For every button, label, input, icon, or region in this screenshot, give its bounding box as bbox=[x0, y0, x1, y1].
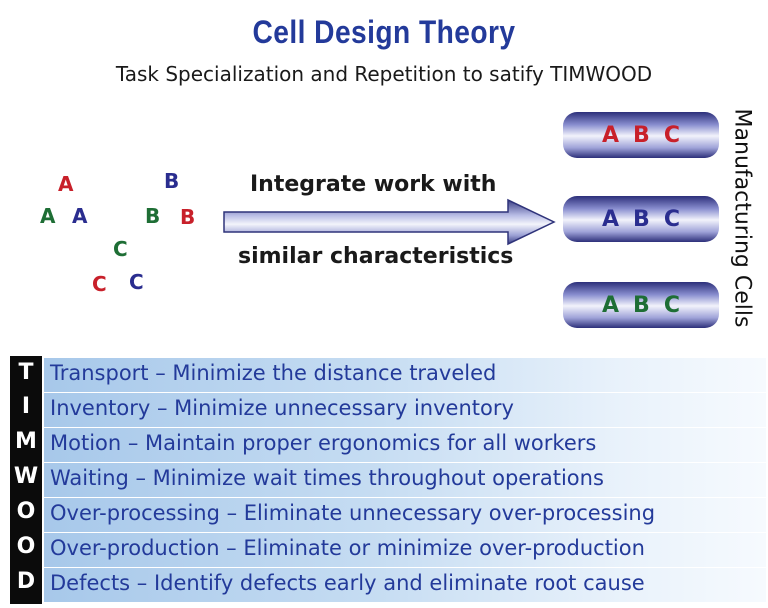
page-subtitle: Task Specialization and Repetition to sa… bbox=[115, 62, 653, 86]
scattered-letter: A bbox=[58, 172, 74, 196]
cell-letter: C bbox=[663, 122, 680, 148]
scattered-letter: A bbox=[40, 204, 56, 228]
scattered-letter: C bbox=[129, 270, 144, 294]
list-item: Over-processing – Eliminate unnecessary … bbox=[44, 498, 766, 532]
right-arrow-icon bbox=[223, 198, 556, 246]
list-item-text: Over-processing – Eliminate unnecessary … bbox=[50, 501, 656, 525]
list-item: Over-production – Eliminate or minimize … bbox=[44, 533, 766, 567]
manufacturing-cells-text: Manufacturing Cells bbox=[729, 108, 755, 328]
list-item: Transport – Minimize the distance travel… bbox=[44, 358, 766, 392]
timwood-letter: W bbox=[13, 464, 39, 489]
list-item-text: Defects – Identify defects early and eli… bbox=[50, 571, 645, 595]
scattered-letter: A bbox=[72, 204, 88, 228]
page-title: Cell Design Theory bbox=[252, 14, 516, 50]
manufacturing-cell: A B C bbox=[563, 282, 719, 328]
arrow-label-line1: Integrate work with bbox=[250, 172, 497, 197]
timwood-letter: O bbox=[16, 499, 36, 524]
cell-letter: C bbox=[663, 206, 680, 232]
timwood-letter: M bbox=[15, 429, 37, 454]
timwood-letter: O bbox=[16, 534, 36, 559]
cell-letter: B bbox=[633, 206, 650, 232]
list-item: Waiting – Minimize wait times throughout… bbox=[44, 463, 766, 497]
timwood-list: Transport – Minimize the distance travel… bbox=[44, 356, 766, 604]
list-item-text: Inventory – Minimize unnecessary invento… bbox=[50, 396, 514, 420]
arrow-label-line2: similar characteristics bbox=[238, 244, 514, 269]
cell-letter: A bbox=[602, 292, 620, 318]
list-item: Inventory – Minimize unnecessary invento… bbox=[44, 393, 766, 427]
scattered-letter: B bbox=[180, 205, 196, 229]
cell-letter: B bbox=[633, 292, 650, 318]
cell-letter: B bbox=[633, 122, 650, 148]
list-item-text: Transport – Minimize the distance travel… bbox=[50, 361, 497, 385]
cell-letter: A bbox=[602, 122, 620, 148]
timwood-letter: D bbox=[16, 569, 36, 594]
cell-letter: C bbox=[663, 292, 680, 318]
list-item: Defects – Identify defects early and eli… bbox=[44, 568, 766, 602]
manufacturing-cell: A B C bbox=[563, 196, 719, 242]
timwood-letter: I bbox=[21, 394, 31, 419]
cell-letter: A bbox=[602, 206, 620, 232]
scattered-letter: B bbox=[145, 204, 161, 228]
list-item-text: Waiting – Minimize wait times throughout… bbox=[50, 466, 604, 490]
scattered-letter: C bbox=[113, 237, 128, 261]
timwood-letter: T bbox=[18, 360, 34, 385]
manufacturing-cell: A B C bbox=[563, 112, 719, 158]
timwood-column: T I M W O O D bbox=[10, 356, 42, 604]
scattered-letter: B bbox=[164, 169, 180, 193]
scattered-letter: C bbox=[92, 272, 107, 296]
manufacturing-cells-label: Manufacturing Cells bbox=[722, 98, 762, 338]
list-item-text: Over-production – Eliminate or minimize … bbox=[50, 536, 645, 560]
list-item: Motion – Maintain proper ergonomics for … bbox=[44, 428, 766, 462]
list-item-text: Motion – Maintain proper ergonomics for … bbox=[50, 431, 597, 455]
